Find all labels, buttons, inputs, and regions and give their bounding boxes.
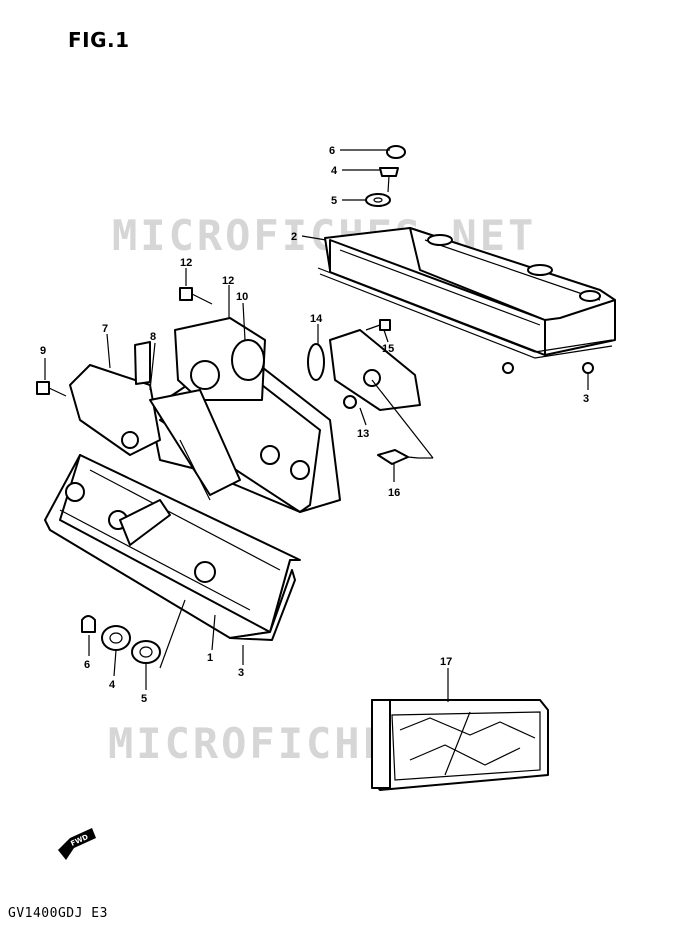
callout-8: 8: [150, 331, 156, 343]
callout-10: 10: [236, 291, 248, 303]
cap-bolt-washer-top: [365, 145, 406, 207]
callout-1: 1: [207, 652, 213, 664]
callout-4-top: 4: [331, 165, 338, 177]
callout-3-rear: 3: [583, 393, 589, 405]
callout-9: 9: [40, 345, 46, 357]
model-code: GV1400GDJ E3: [8, 906, 108, 921]
thermostat-housing: [307, 329, 421, 411]
rear-cylinder-head-cover: [317, 227, 616, 374]
bolt-9: [36, 381, 67, 397]
callout-7: 7: [102, 323, 108, 335]
callout-15: 15: [382, 343, 394, 355]
callout-6-top: 6: [329, 145, 335, 157]
callout-13: 13: [357, 428, 369, 440]
cap-bolt-washer-bottom: [81, 615, 161, 664]
gasket-set-package: [371, 699, 549, 791]
callout-11: 12: [222, 275, 234, 287]
callout-2: 2: [291, 231, 297, 243]
callout-14: 14: [310, 313, 323, 325]
bolt-12: [179, 287, 213, 305]
callout-12: 12: [180, 257, 192, 269]
callout-16: 16: [388, 487, 400, 499]
intake-housing-assembly: [69, 317, 341, 546]
forward-direction-arrow: FWD: [58, 828, 96, 860]
front-cylinder-head-cover: [44, 454, 301, 641]
callout-3-front: 3: [238, 667, 244, 679]
callout-17: 17: [440, 656, 452, 668]
figure-title: FIG.1: [68, 28, 130, 52]
callout-4-bottom: 4: [109, 679, 116, 691]
callout-5-bottom: 5: [141, 693, 147, 705]
sensor-16: [377, 449, 419, 465]
leader-lines: [44, 149, 589, 702]
callout-5-top: 5: [331, 195, 337, 207]
fwd-label: FWD: [70, 833, 90, 848]
bolt-15: [365, 319, 391, 331]
callout-6-bottom: 6: [84, 659, 90, 671]
